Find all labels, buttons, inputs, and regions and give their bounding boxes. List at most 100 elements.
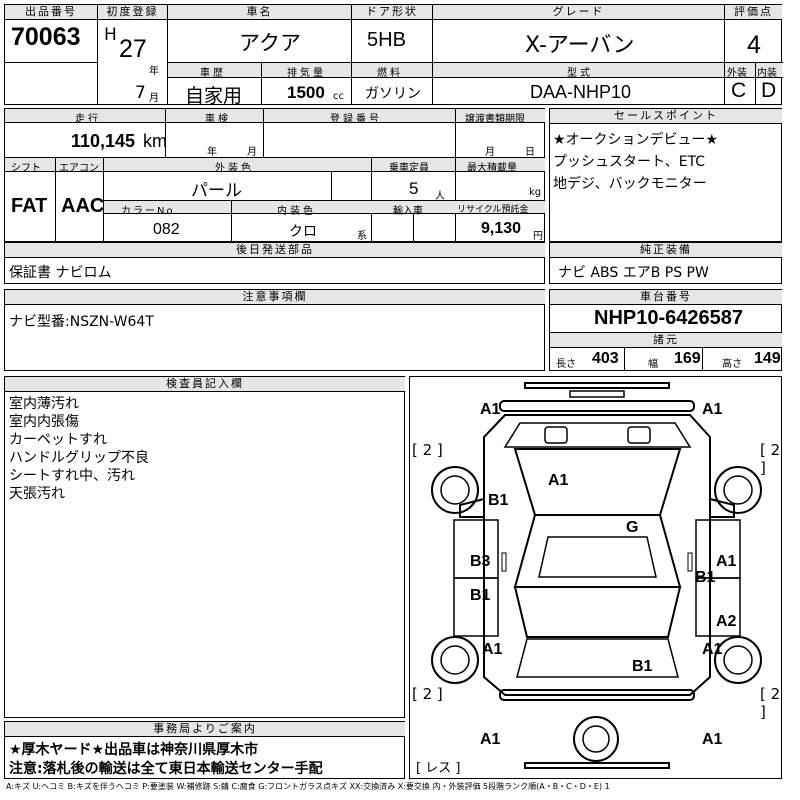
office-block: 事務局よりご案内 ★厚木ヤード★出品車は神奈川県厚木市 注意:落札後の輸送は全て… [4, 721, 405, 779]
ext-grade: C [731, 79, 747, 102]
damage-code-legend: A:キズ U:ヘコミ B:キズを伴うヘコミ P:要塗装 W:補修跡 S:錆 C:… [6, 782, 610, 791]
damage-label: B3 [470, 553, 491, 570]
damage-label: A1 [480, 401, 501, 418]
inspector-block: 検査員記入欄 室内薄汚れ 室内内張傷 カーペットすれ ハンドルグリップ不良 シー… [4, 376, 405, 718]
history-label: 車歴 [200, 68, 226, 79]
office-line2: 注意:落札後の輸送は全て東日本輸送センター手配 [9, 761, 323, 777]
int-color-label: 内装色 [277, 206, 316, 217]
seats-label: 乗車定員 [389, 163, 429, 174]
grade-label: グレード [433, 5, 724, 20]
color-value: パール [191, 181, 242, 201]
damage-label: A1 [480, 731, 501, 748]
int-grade: D [761, 79, 777, 102]
int-label: 内装 [757, 68, 777, 79]
lot-label: 出品番号 [5, 5, 97, 20]
len-value: 403 [592, 350, 619, 367]
recycle-unit: 円 [533, 231, 543, 242]
load-unit: kg [529, 187, 542, 198]
grade-value: X-アーバン [525, 33, 635, 58]
transfer-label: 譲渡書類期限 [465, 114, 525, 125]
fuel-label: 燃料 [377, 68, 403, 79]
damage-label: B1 [632, 658, 653, 675]
model-value: DAA-NHP10 [530, 82, 632, 102]
damage-label: A1 [716, 553, 737, 570]
spec-label: 諸元 [550, 332, 782, 348]
spare-bracket: [ レス ] [416, 761, 461, 776]
chassis-block: 車台番号 NHP10-6426587 諸元 長さ 403 幅 169 高さ 14… [549, 289, 782, 371]
sales-point-block: セールスポイント ★オークションデビュー★ プッシュスタート、ETC 地デジ、バ… [549, 108, 782, 242]
inspect-month-unit: 月 [247, 147, 257, 158]
color-label: 外装色 [215, 163, 254, 174]
equip-text: ナビ ABS エアB PS PW [558, 265, 709, 281]
height-value: 149 [754, 350, 781, 367]
len-label: 長さ [556, 359, 576, 370]
width-value: 169 [674, 350, 701, 367]
recycle-label: リサイクル預託金 [457, 205, 529, 215]
sales-text: ★オークションデビュー★ プッシュスタート、ETC 地デジ、バックモニター [553, 132, 719, 192]
inspector-label: 検査員記入欄 [5, 377, 405, 392]
notes-block: 注意事項欄 ナビ型番:NSZN-W64T [4, 289, 545, 371]
reg-year-unit: 年 [149, 66, 159, 77]
ext-label: 外装 [727, 68, 747, 79]
history-value: 自家用 [185, 85, 243, 107]
door-count-bracket: [ 2 ] [760, 441, 781, 477]
inspect-label: 車検 [205, 114, 231, 125]
mileage-label: 走行 [75, 114, 101, 125]
transfer-month-unit: 月 [485, 147, 495, 158]
equipment-block: 純正装備 ナビ ABS エアB PS PW [549, 242, 782, 284]
seats-value: 5 [409, 179, 419, 198]
mileage-value: 110,145 [71, 131, 136, 151]
door-label: ドア形状 [352, 5, 432, 20]
damage-diagram: A1 A1 A1 B1 G B3 A1 B1 B1 A2 A1 A1 B1 A1… [409, 376, 782, 779]
width-label: 幅 [648, 359, 658, 370]
name-label: 車名 [168, 5, 351, 20]
damage-label: A1 [482, 641, 503, 658]
damage-label: B1 [470, 587, 491, 604]
equip-label: 純正装備 [550, 243, 782, 258]
disp-unit: cc [333, 91, 344, 102]
seats-unit: 人 [435, 191, 445, 202]
int-color-value: クロ [289, 224, 317, 240]
transfer-day-unit: 日 [525, 147, 535, 158]
damage-label: A2 [716, 613, 737, 630]
damage-label: A1 [702, 731, 723, 748]
reg-label: 初度登録 [98, 5, 167, 20]
load-label: 最大積載量 [467, 163, 517, 174]
ac-value: AAC [61, 195, 105, 217]
later-text: 保証書 ナビロム [9, 265, 112, 281]
inspect-year-unit: 年 [207, 147, 217, 158]
reg-month: 7 [135, 83, 146, 103]
color-no-value: 082 [153, 221, 180, 238]
recycle-value: 9,130 [481, 220, 522, 237]
damage-label: A1 [548, 472, 569, 489]
ac-label: エアコン [59, 163, 99, 174]
int-color-unit: 系 [357, 231, 367, 242]
chassis-label: 車台番号 [550, 290, 782, 305]
inspector-text: 室内薄汚れ 室内内張傷 カーペットすれ ハンドルグリップ不良 シートすれ中、汚れ… [9, 396, 149, 502]
vehicle-details-block: 走行 車検 登録番号 譲渡書類期限 110,145 km 年 月 月 日 シフト… [4, 108, 545, 242]
reg-era: H [104, 25, 117, 45]
color-no-label: カラーNo. [121, 206, 180, 217]
shift-label: シフト [11, 163, 41, 174]
later-parts-block: 後日発送部品 保証書 ナビロム [4, 242, 545, 284]
score-value: 4 [747, 31, 761, 59]
door-type: 5HB [367, 29, 406, 51]
door-count-bracket: [ 2 ] [412, 685, 443, 703]
damage-label: B1 [695, 569, 716, 586]
door-count-bracket: [ 2 ] [760, 685, 781, 721]
chassis-number: NHP10-6426587 [594, 307, 743, 329]
office-label: 事務局よりご案内 [5, 722, 405, 737]
notes-text: ナビ型番:NSZN-W64T [9, 314, 154, 330]
car-outline [431, 382, 762, 769]
disp-value: 1500 [287, 83, 325, 102]
height-label: 高さ [722, 359, 742, 370]
shift-value: FAT [11, 195, 48, 217]
lot-number: 70063 [11, 23, 81, 51]
header-block: 出品番号 初度登録 車名 ドア形状 グレード 評価点 70063 H 27 年 … [4, 4, 783, 107]
model-label: 型式 [567, 68, 593, 79]
import-label: 輸入車 [393, 206, 423, 217]
disp-label: 排気量 [287, 68, 326, 79]
office-line1: ★厚木ヤード★出品車は神奈川県厚木市 [9, 742, 259, 758]
damage-label: B1 [488, 492, 509, 509]
reg-no-label: 登録番号 [330, 114, 382, 125]
